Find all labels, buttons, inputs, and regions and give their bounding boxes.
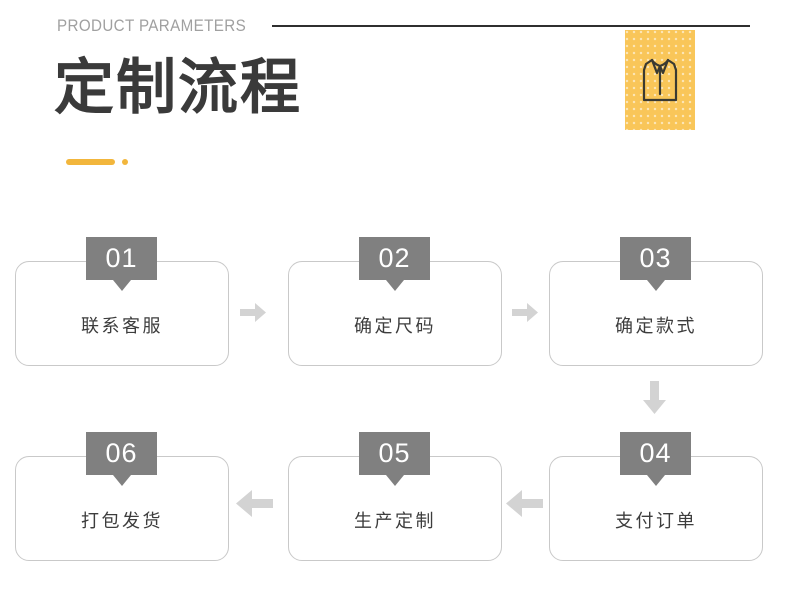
accent-dot: [122, 159, 128, 165]
step-number-04: 04: [639, 438, 672, 468]
step-label-01: 联系客服: [81, 316, 163, 337]
step-label-02: 确定尺码: [354, 316, 436, 337]
step-number-badge-01: 01: [86, 237, 157, 291]
step-label-05: 生产定制: [354, 511, 436, 532]
badge-pointer-icon: [385, 475, 404, 486]
accent-bar: [66, 159, 115, 165]
step-label-03: 确定款式: [615, 316, 697, 337]
step-label-06: 打包发货: [81, 511, 163, 532]
arrow-right-icon-01-02: [240, 303, 266, 322]
badge-pointer-icon: [112, 280, 131, 291]
step-number-badge-05: 05: [359, 432, 430, 486]
step-number-badge-06: 06: [86, 432, 157, 486]
flow-step-card-04[interactable]: 04 支付订单: [549, 432, 763, 561]
step-label-04: 支付订单: [615, 511, 697, 532]
arrow-right-icon-02-03: [512, 303, 538, 322]
arrow-left-icon-05-06: [236, 490, 273, 517]
flow-step-card-02[interactable]: 02 确定尺码: [288, 237, 502, 366]
step-number-badge-02: 02: [359, 237, 430, 291]
header-rule: [272, 25, 750, 27]
arrow-left-icon-04-05: [506, 490, 543, 517]
badge-pointer-icon: [112, 475, 131, 486]
page-title: 定制流程: [54, 53, 302, 123]
badge-pointer-icon: [385, 280, 404, 291]
step-number-badge-03: 03: [620, 237, 691, 291]
arrow-down-icon-03-04: [643, 381, 666, 414]
flow-step-card-01[interactable]: 01 联系客服: [15, 237, 229, 366]
page-header: PRODUCT PARAMETERS 定制流程: [0, 0, 790, 200]
step-number-01: 01: [105, 243, 138, 273]
step-number-03: 03: [639, 243, 672, 273]
header-icon-badge: [625, 30, 695, 130]
step-number-06: 06: [105, 438, 138, 468]
flow-step-card-03[interactable]: 03 确定款式: [549, 237, 763, 366]
flow-step-card-05[interactable]: 05 生产定制: [288, 432, 502, 561]
badge-pointer-icon: [646, 475, 665, 486]
flow-step-card-06[interactable]: 06 打包发货: [15, 432, 229, 561]
eyebrow-text: PRODUCT PARAMETERS: [57, 17, 247, 35]
step-number-02: 02: [378, 243, 411, 273]
badge-pointer-icon: [646, 280, 665, 291]
step-number-05: 05: [378, 438, 411, 468]
step-number-badge-04: 04: [620, 432, 691, 486]
